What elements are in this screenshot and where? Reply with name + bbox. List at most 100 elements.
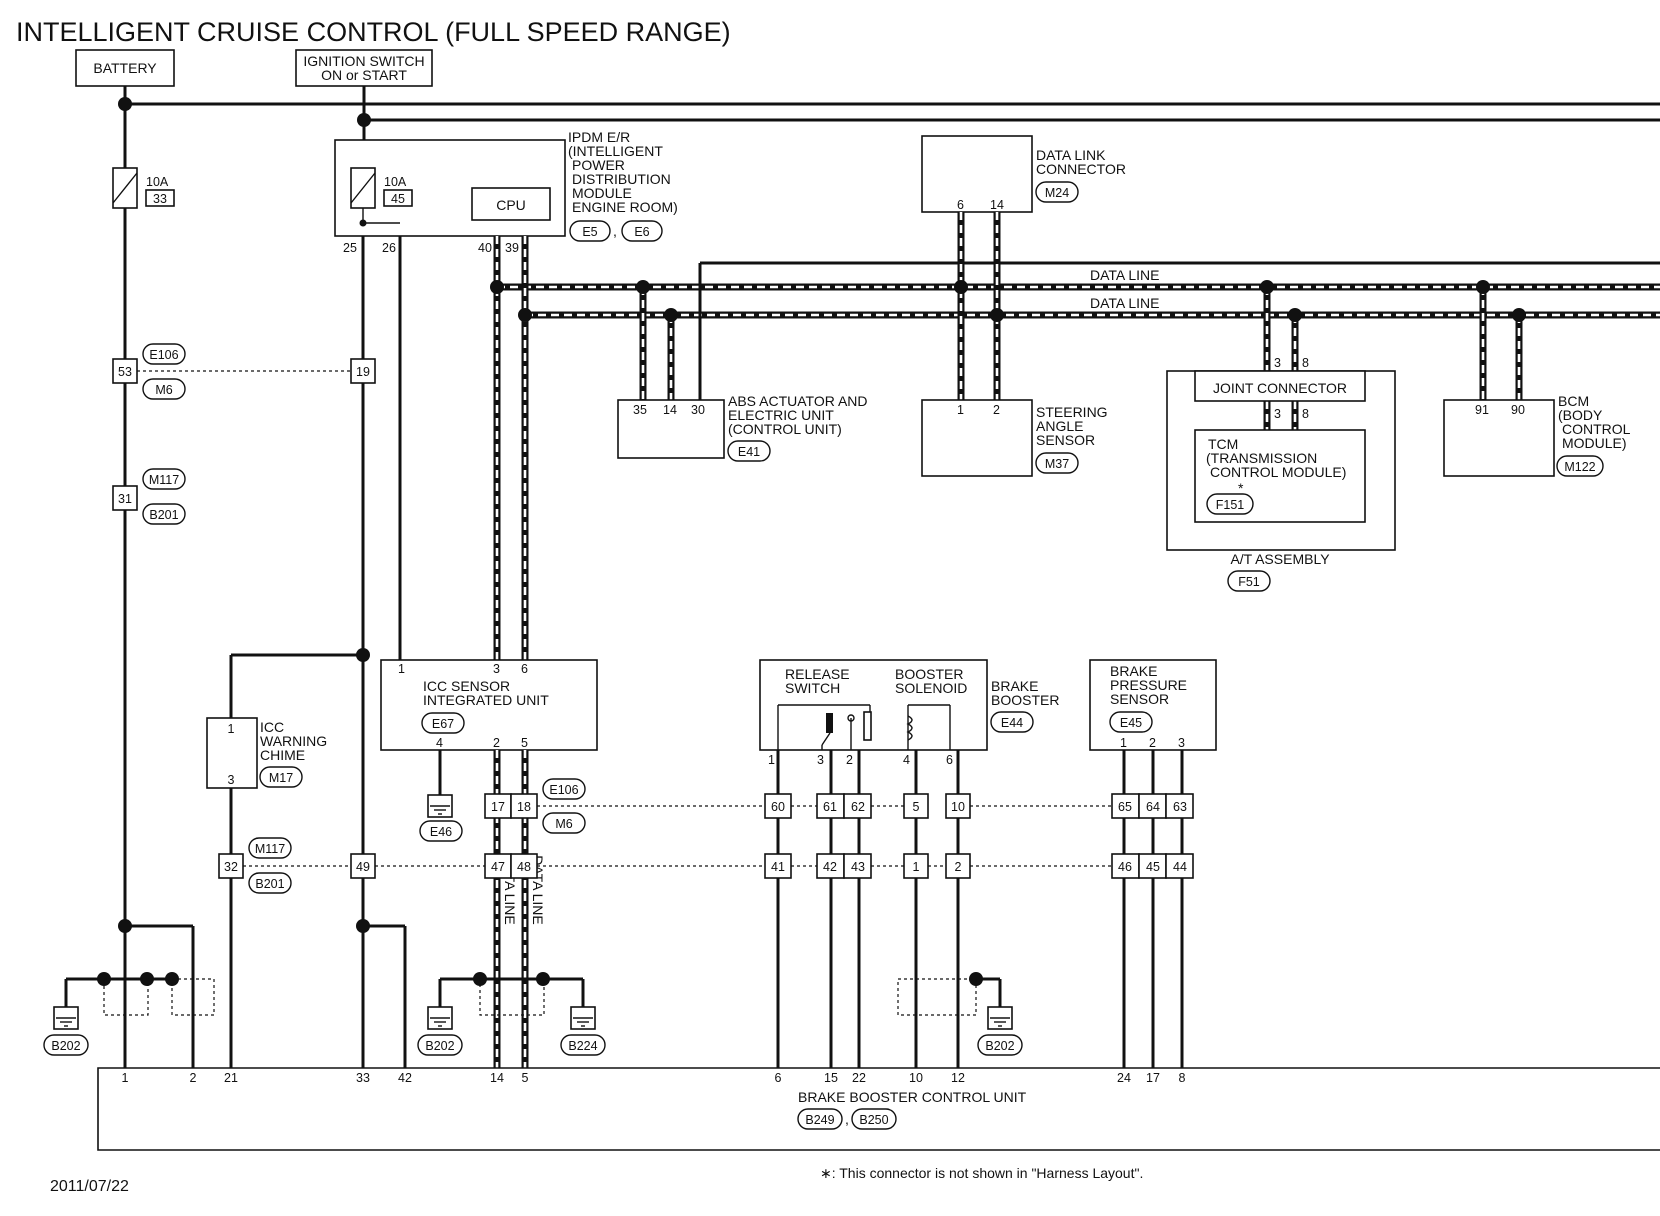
booster-pin-1: 1	[768, 753, 775, 767]
icc-pin-5: 5	[521, 736, 528, 750]
icc-label-2: INTEGRATED UNIT	[423, 692, 549, 708]
ipdm-pin-26: 26	[382, 241, 396, 255]
ipdm-label-5: MODULE	[572, 185, 632, 201]
bbcu-pin-42: 42	[398, 1071, 412, 1085]
inline-pin-18: 18	[517, 800, 531, 814]
fuse-45-rating: 10A	[384, 175, 407, 189]
dlc-pin-6: 6	[957, 198, 964, 212]
booster-pin-2: 2	[846, 753, 853, 767]
bbcu-pin-1: 1	[122, 1071, 129, 1085]
dlc-connector-m24: M24	[1045, 186, 1069, 200]
dlc-label-1: DATA LINK	[1036, 147, 1106, 163]
connector-b201-lower: B201	[255, 877, 284, 891]
fuse-33-rating: 10A	[146, 175, 169, 189]
abs-pin-14: 14	[663, 403, 677, 417]
inline-pin-5: 5	[913, 800, 920, 814]
svg-text:,: ,	[845, 1111, 849, 1127]
bbcu-pin-12: 12	[951, 1071, 965, 1085]
steering-connector-m37: M37	[1045, 457, 1069, 471]
icc-label-1: ICC SENSOR	[423, 678, 510, 694]
pressure-pin-3: 3	[1178, 736, 1185, 750]
chime-connector-m17: M17	[269, 771, 293, 785]
inline-connector-m117-b201-upper: 31 M117 B201	[112, 468, 186, 525]
chime-label-2: WARNING	[260, 733, 327, 749]
ipdm-pin-40: 40	[478, 241, 492, 255]
at-assembly-connector-f51: F51	[1238, 575, 1260, 589]
inline-pin-45: 45	[1146, 860, 1160, 874]
abs-label-3: (CONTROL UNIT)	[728, 421, 842, 437]
data-line-label-lower: DATA LINE	[1090, 295, 1160, 311]
battery-label: BATTERY	[93, 60, 157, 76]
tcm-label-1: TCM	[1208, 436, 1238, 452]
pressure-pin-1: 1	[1120, 736, 1127, 750]
joint-bottom-pin-8: 8	[1302, 407, 1309, 421]
brake-booster-connector-e44: E44	[1001, 716, 1023, 730]
connector-e106-lower: E106	[549, 783, 578, 797]
inline-pin-44: 44	[1173, 860, 1187, 874]
svg-text:,: ,	[613, 223, 617, 239]
steering-angle-sensor: 1 2 STEERING ANGLE SENSOR M37	[921, 399, 1108, 477]
data-line-label-upper: DATA LINE	[1090, 267, 1160, 283]
bcm-label-3: CONTROL	[1562, 421, 1631, 437]
inline-pin-41: 41	[771, 860, 785, 874]
release-switch-label-1: RELEASE	[785, 666, 850, 682]
bcm-module: 91 90 BCM (BODY CONTROL MODULE) M122	[1443, 393, 1631, 477]
diagram-title: INTELLIGENT CRUISE CONTROL (FULL SPEED R…	[16, 17, 731, 47]
bbcu-pin-24: 24	[1117, 1071, 1131, 1085]
battery-source: BATTERY	[75, 49, 175, 87]
inline-pin-2: 2	[955, 860, 962, 874]
brake-pressure-sensor: BRAKE PRESSURE SENSOR E45 1 2 3	[1089, 659, 1217, 751]
supply-wires	[118, 86, 1660, 140]
at-assembly: JOINT CONNECTOR 3 8 3 8 TCM (TRANSMISSIO…	[1166, 356, 1396, 592]
pressure-label-1: BRAKE	[1110, 663, 1157, 679]
bcm-label-4: MODULE)	[1562, 435, 1627, 451]
icc-pin-2: 2	[493, 736, 500, 750]
chime-wires	[229, 648, 370, 1068]
abs-data-wires	[636, 263, 702, 400]
inline-connector-e106-m6-upper: 53 19 E106 M6	[112, 343, 376, 400]
chime-pin-3: 3	[228, 773, 235, 787]
inline-pin-64: 64	[1146, 800, 1160, 814]
brake-booster-label-1: BRAKE	[991, 678, 1038, 694]
fuse-33: 10A 33	[112, 104, 175, 209]
inline-pin-48: 48	[517, 860, 531, 874]
tcm-data-wires	[1260, 280, 1302, 430]
data-link-connector: DATA LINK CONNECTOR M24 6 14	[921, 135, 1126, 213]
abs-pin-30: 30	[691, 403, 705, 417]
ground-branches: B202 B202 B224 B202	[43, 919, 1023, 1068]
bbcu-connector-b249: B249	[805, 1113, 834, 1127]
inline-pin-61: 61	[823, 800, 837, 814]
bcm-label-1: BCM	[1558, 393, 1589, 409]
bbcu-label: BRAKE BOOSTER CONTROL UNIT	[798, 1089, 1027, 1105]
inline-pin-49: 49	[356, 860, 370, 874]
booster-pin-6: 6	[946, 753, 953, 767]
inline-connector-m117-b201-lower: 32 49 47 48 41 42 43 1 2 46 45 44 M117 B…	[218, 837, 1194, 894]
ground-e46: E46	[430, 825, 452, 839]
inline-pin-42: 42	[823, 860, 837, 874]
ignition-label-line1: IGNITION SWITCH	[303, 53, 424, 69]
footnote: ∗: This connector is not shown in "Harne…	[820, 1165, 1143, 1181]
ipdm-connector-e5: E5	[582, 225, 597, 239]
chime-label-3: CHIME	[260, 747, 305, 763]
inline-pin-63: 63	[1173, 800, 1187, 814]
dlc-data-wires	[954, 212, 1004, 400]
inline-pin-62: 62	[851, 800, 865, 814]
tcm-connector-f151: F151	[1216, 498, 1245, 512]
booster-pin-4: 4	[903, 753, 910, 767]
bbcu-pin-10: 10	[909, 1071, 923, 1085]
inline-pin-19: 19	[356, 365, 370, 379]
pressure-pin-2: 2	[1149, 736, 1156, 750]
bcm-label-2: (BODY	[1558, 407, 1603, 423]
bcm-connector-m122: M122	[1564, 460, 1595, 474]
steering-label-2: ANGLE	[1036, 418, 1083, 434]
inline-pin-1: 1	[913, 860, 920, 874]
icc-warning-chime: 1 3 ICC WARNING CHIME M17	[206, 717, 327, 789]
ground-b202-left: B202	[51, 1039, 80, 1053]
joint-connector-label: JOINT CONNECTOR	[1213, 380, 1347, 396]
icc-pin-3: 3	[493, 662, 500, 676]
bbcu-pin-33: 33	[356, 1071, 370, 1085]
joint-bottom-pin-3: 3	[1274, 407, 1281, 421]
booster-solenoid-label-1: BOOSTER	[895, 666, 963, 682]
inline-pin-47: 47	[491, 860, 505, 874]
pressure-label-3: SENSOR	[1110, 691, 1169, 707]
